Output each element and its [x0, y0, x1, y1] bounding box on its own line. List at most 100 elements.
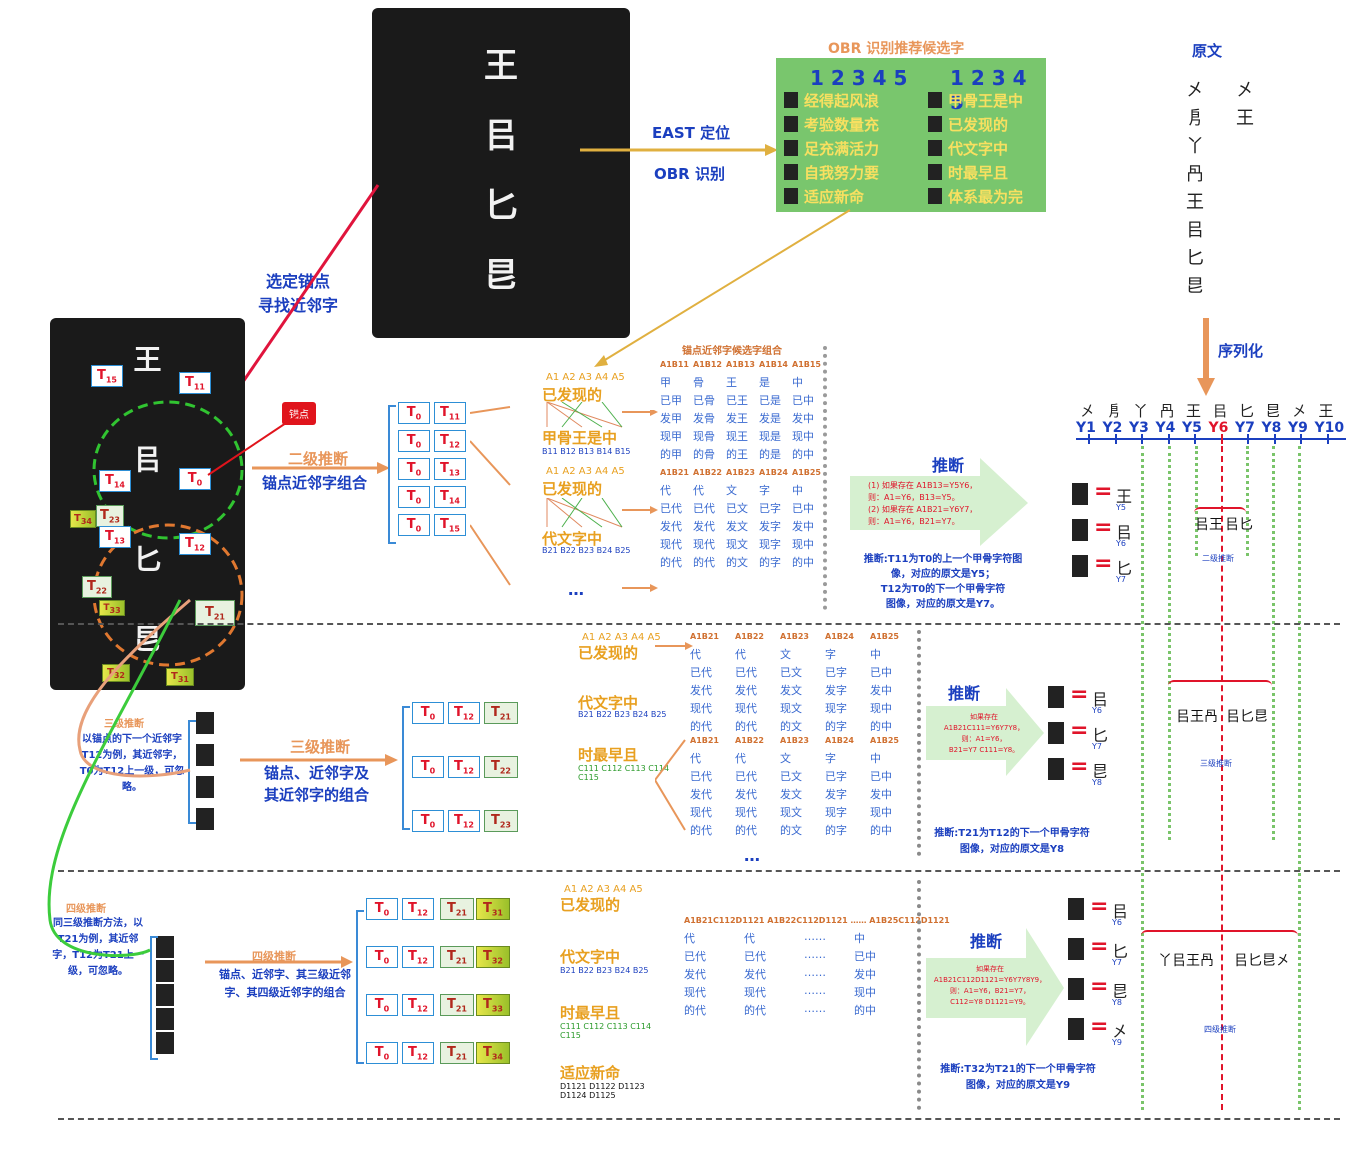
grid-cell: 发中	[792, 412, 814, 425]
equals-sign: =	[1090, 1014, 1109, 1039]
small-rubbing-image: 王 㠯 匕 㫐	[50, 318, 245, 690]
level4-arrow	[205, 956, 353, 968]
original-glyph: 丫	[1186, 136, 1204, 157]
grid-cell: 发字	[825, 788, 847, 801]
equals-sign: =	[1094, 479, 1113, 504]
grid-cell: 已中	[870, 666, 892, 679]
original-title: 原文	[1192, 42, 1223, 60]
candidate-thumbnail	[784, 164, 798, 180]
level3-seq-right: 㠯匕㫐	[1226, 709, 1268, 725]
serialize-arrow	[1197, 318, 1215, 396]
grid-cell: 发字	[825, 684, 847, 697]
t-label-box: T22	[484, 756, 518, 778]
obr-candidate-panel: 1 2 3 4 5 1 2 3 4 5 经得起风浪考验数量充足充满活力自我努力要…	[776, 58, 1046, 212]
level2-combo-header: 锚点近邻字候选字组合	[682, 346, 782, 357]
obr-right-row: 甲骨王是中	[948, 92, 1024, 110]
grid-cell: 的王	[726, 448, 748, 461]
grid-cell: 已骨	[693, 394, 715, 407]
level3-title: 三级推断	[290, 738, 351, 756]
t-label-box: T13	[434, 458, 466, 480]
grid-header-cell: A1B22	[735, 736, 764, 745]
sequence-tick	[1247, 434, 1249, 444]
result-thumbnail	[1048, 758, 1064, 780]
level2-seq-label: 二级推断	[1202, 554, 1234, 563]
level4-seq-left: 丫㠯王冎	[1158, 953, 1214, 969]
result-glyph: 㐅	[1112, 1022, 1129, 1041]
t-label-box: T21	[440, 946, 474, 968]
level2-seq-brace	[1194, 507, 1246, 515]
grid-cell: 代	[744, 932, 755, 945]
candidate-thumbnail	[784, 140, 798, 156]
level4-b-labels: B21 B22 B23 B24 B25	[560, 966, 649, 975]
grid-cell: 代	[693, 484, 704, 497]
grid-cell: 发代	[660, 520, 682, 533]
t-label-box: T0	[398, 486, 430, 508]
sequence-glyph: 㫐	[1265, 402, 1281, 420]
a-labels: A1 A2 A3 A4 A5	[582, 632, 661, 643]
sequence-glyph: 王	[1186, 402, 1202, 420]
b2-labels: B21 B22 B23 B24 B25	[542, 546, 631, 555]
grid-header-cell: A1B13	[726, 360, 755, 369]
grid-header-cell: A1B11	[660, 360, 689, 369]
east-arrow	[580, 144, 778, 156]
text-line: (2) 如果存在 A1B21=Y6Y7，	[868, 505, 978, 514]
text-line: 图像，对应的原文是Y9	[965, 1080, 1071, 1091]
t-label-box: T31	[476, 898, 510, 920]
grid-cell: 甲	[660, 376, 671, 389]
grid-header-cell: A1B21	[660, 468, 689, 477]
text-line: 则：A1=Y6，	[961, 735, 1007, 743]
text-line: 则：A1=Y6，B21=Y7。	[868, 517, 960, 526]
separator-2	[58, 870, 1340, 872]
sequence-label: Y8	[1261, 420, 1282, 436]
block2-second-row: 代文字中	[542, 530, 603, 548]
grid-cell: 发代	[690, 684, 712, 697]
grid-cell: 已是	[759, 394, 781, 407]
grid-cell: 现字	[825, 702, 847, 715]
result-thumbnail	[1068, 938, 1084, 960]
level2-pair-arrows	[470, 406, 511, 586]
grid-header-cell: A1B24	[759, 468, 788, 477]
grid-cell: 现中	[870, 806, 892, 819]
grid-cell: 发文	[780, 788, 802, 801]
text-line: T12为T0的下一个甲骨字符	[880, 584, 1006, 595]
level3-bracket	[402, 706, 410, 830]
obr-left-row: 考验数量充	[804, 116, 880, 134]
grid-cell: 发代	[735, 788, 757, 801]
level3-seq-label: 三级推断	[1200, 759, 1232, 768]
candidate-thumbnail	[784, 92, 798, 108]
grid-cell: 已中	[870, 770, 892, 783]
result-glyph: 㠯	[1116, 523, 1133, 542]
result-label: Y7	[1092, 742, 1102, 751]
obr-left-row: 足充满活力	[804, 140, 880, 158]
grid-cell: 字	[759, 484, 770, 497]
grid-cell: 发代	[684, 968, 706, 981]
grid-cell: 中	[792, 376, 803, 389]
level3-subtitle2: 其近邻字的组合	[264, 786, 370, 804]
level3-row1: 已发现的	[578, 644, 639, 662]
grid-cell: 的代	[684, 1004, 706, 1017]
grid-cell: 已代	[660, 502, 682, 515]
t-label-box: T21	[484, 702, 518, 724]
level4-candidates: A1 A2 A3 A4 A5 已发现的 代文字中 B21 B22 B23 B24…	[530, 884, 670, 1100]
sequence-label: Y5	[1182, 420, 1202, 436]
grid-header-cell: A1B24	[825, 736, 854, 745]
t13-box: T13	[99, 526, 131, 548]
result-glyph: 匕	[1092, 726, 1109, 745]
grid-cell: 现是	[759, 430, 781, 443]
grid-cell: 发代	[693, 520, 715, 533]
grid-cell: 的中	[870, 824, 892, 837]
result-label: Y6	[1092, 706, 1102, 715]
sequence-glyph: 王	[1318, 402, 1334, 420]
result-thumbnail	[1072, 483, 1088, 505]
grid-header-cell: A1B14	[759, 360, 788, 369]
result-label: Y6	[1116, 539, 1126, 548]
candidate-thumbnail	[928, 116, 942, 132]
grid-cell: 代	[690, 648, 701, 661]
guide-y9	[1298, 446, 1301, 1110]
grid-cell: 现中	[792, 538, 814, 551]
t-label-box: T12	[402, 994, 434, 1016]
t-label-box: T12	[434, 430, 466, 452]
grid-cell: 的代	[693, 556, 715, 569]
block1-links	[546, 402, 623, 428]
level4-conclusion: 推断:T32为T21的下一个甲骨字符图像，对应的原文是Y9	[928, 1062, 1108, 1094]
